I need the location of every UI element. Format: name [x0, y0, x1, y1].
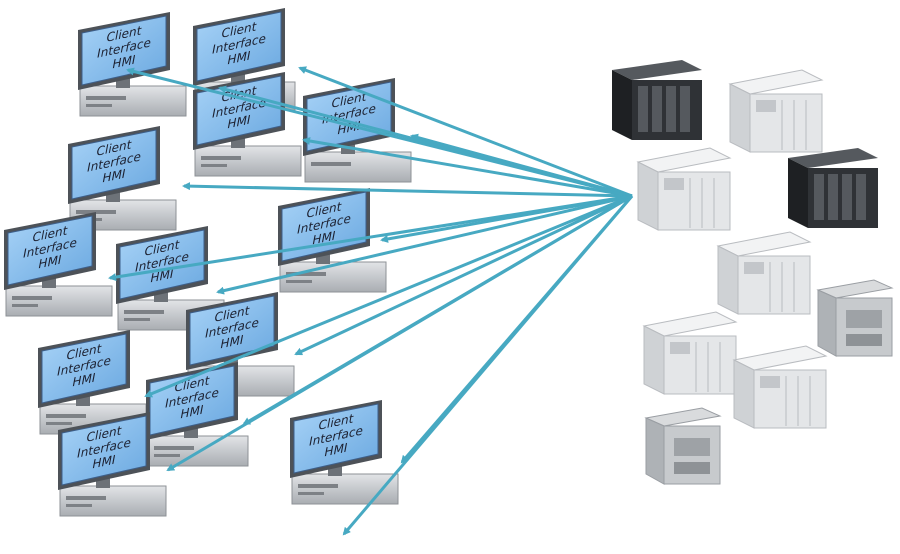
client-label-line3: HMI: [73, 371, 96, 390]
plc-rack-light: [716, 231, 812, 315]
connection-arrow: [108, 194, 633, 282]
connection-arrow: [302, 137, 633, 198]
connection-arrow: [182, 182, 633, 198]
connection-arrow: [298, 66, 633, 198]
client-label-line3: HMI: [325, 441, 348, 460]
panel-controller: [816, 279, 894, 357]
plc-rack-dark: [788, 148, 878, 228]
client-label-line3: HMI: [221, 333, 244, 352]
client-label-line3: HMI: [103, 167, 126, 186]
client-label-line3: HMI: [228, 49, 251, 68]
connection-arrow: [294, 194, 633, 356]
connection-arrow: [342, 195, 634, 536]
connection-arrow: [410, 133, 633, 198]
plc-rack-light: [732, 345, 828, 429]
connection-arrow: [216, 194, 633, 295]
client-label-line3: HMI: [113, 53, 136, 72]
connection-arrow: [166, 194, 633, 472]
client-label-line3: HMI: [181, 403, 204, 422]
client-hmi-workstation: Client Interface HMI: [68, 126, 177, 231]
client-label-line3: HMI: [39, 253, 62, 272]
client-hmi-workstation: Client Interface HMI: [58, 412, 167, 517]
client-hmi-workstation: Client Interface HMI: [290, 400, 399, 505]
client-hmi-workstation: Client Interface HMI: [278, 188, 387, 293]
plc-rack-dark: [612, 60, 702, 140]
plc-rack-light: [636, 147, 732, 231]
client-hmi-workstation: Client Interface HMI: [4, 212, 113, 317]
client-label-line3: HMI: [93, 453, 116, 472]
connection-arrows: [108, 66, 634, 536]
client-hmi-workstation: Client Interface HMI: [193, 72, 302, 177]
plc-rack-light: [642, 311, 738, 395]
client-hmi-workstation: Client Interface HMI: [303, 78, 412, 183]
client-hmi-workstation: Client Interface HMI: [78, 12, 187, 117]
plc-rack-light: [728, 69, 824, 153]
connection-arrow: [144, 194, 633, 398]
panel-controller: [644, 407, 722, 485]
client-hmi-workstation: Client Interface HMI: [146, 362, 249, 467]
client-label-line3: HMI: [228, 113, 251, 132]
